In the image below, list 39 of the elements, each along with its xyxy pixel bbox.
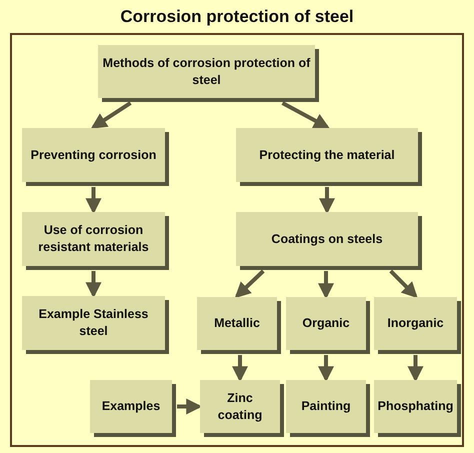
arrow xyxy=(232,355,248,382)
process-box xyxy=(200,380,280,433)
process-box xyxy=(236,128,418,182)
process-box xyxy=(374,380,457,433)
box-label: Example Stainless steel xyxy=(38,306,150,340)
arrow xyxy=(408,355,424,382)
process-box xyxy=(374,297,457,350)
box-label: Protecting the material xyxy=(259,146,395,164)
process-box xyxy=(22,212,165,266)
box-label: Preventing corrosion xyxy=(30,146,156,164)
process-box xyxy=(286,297,366,350)
arrow xyxy=(86,271,102,298)
arrow xyxy=(282,101,330,129)
box-label: Examples xyxy=(102,398,160,415)
arrow xyxy=(177,398,202,414)
box-label: Coatings on steels xyxy=(271,230,383,248)
arrow xyxy=(86,187,102,214)
process-box xyxy=(90,380,172,433)
arrow xyxy=(234,270,265,298)
process-box xyxy=(22,128,165,182)
process-box xyxy=(98,45,315,98)
box-label: Inorganic xyxy=(387,315,444,332)
process-box xyxy=(197,297,277,350)
box-label: Phosphating xyxy=(378,398,454,415)
box-label: Methods of corrosion protection of steel xyxy=(102,54,311,88)
arrow xyxy=(318,355,334,382)
box-label: Metallic xyxy=(214,315,260,332)
process-box xyxy=(286,380,366,433)
arrow xyxy=(318,271,334,300)
arrow xyxy=(389,270,418,298)
box-label: Organic xyxy=(302,315,350,332)
diagram-title: Corrosion protection of steel xyxy=(119,6,355,28)
arrow xyxy=(319,187,335,214)
box-label: Zinc coating xyxy=(216,390,264,424)
process-box xyxy=(236,212,418,266)
arrow xyxy=(90,101,132,129)
box-label: Use of corrosion resistant materials xyxy=(37,222,150,256)
process-box xyxy=(22,296,165,350)
box-label: Painting xyxy=(301,398,351,415)
